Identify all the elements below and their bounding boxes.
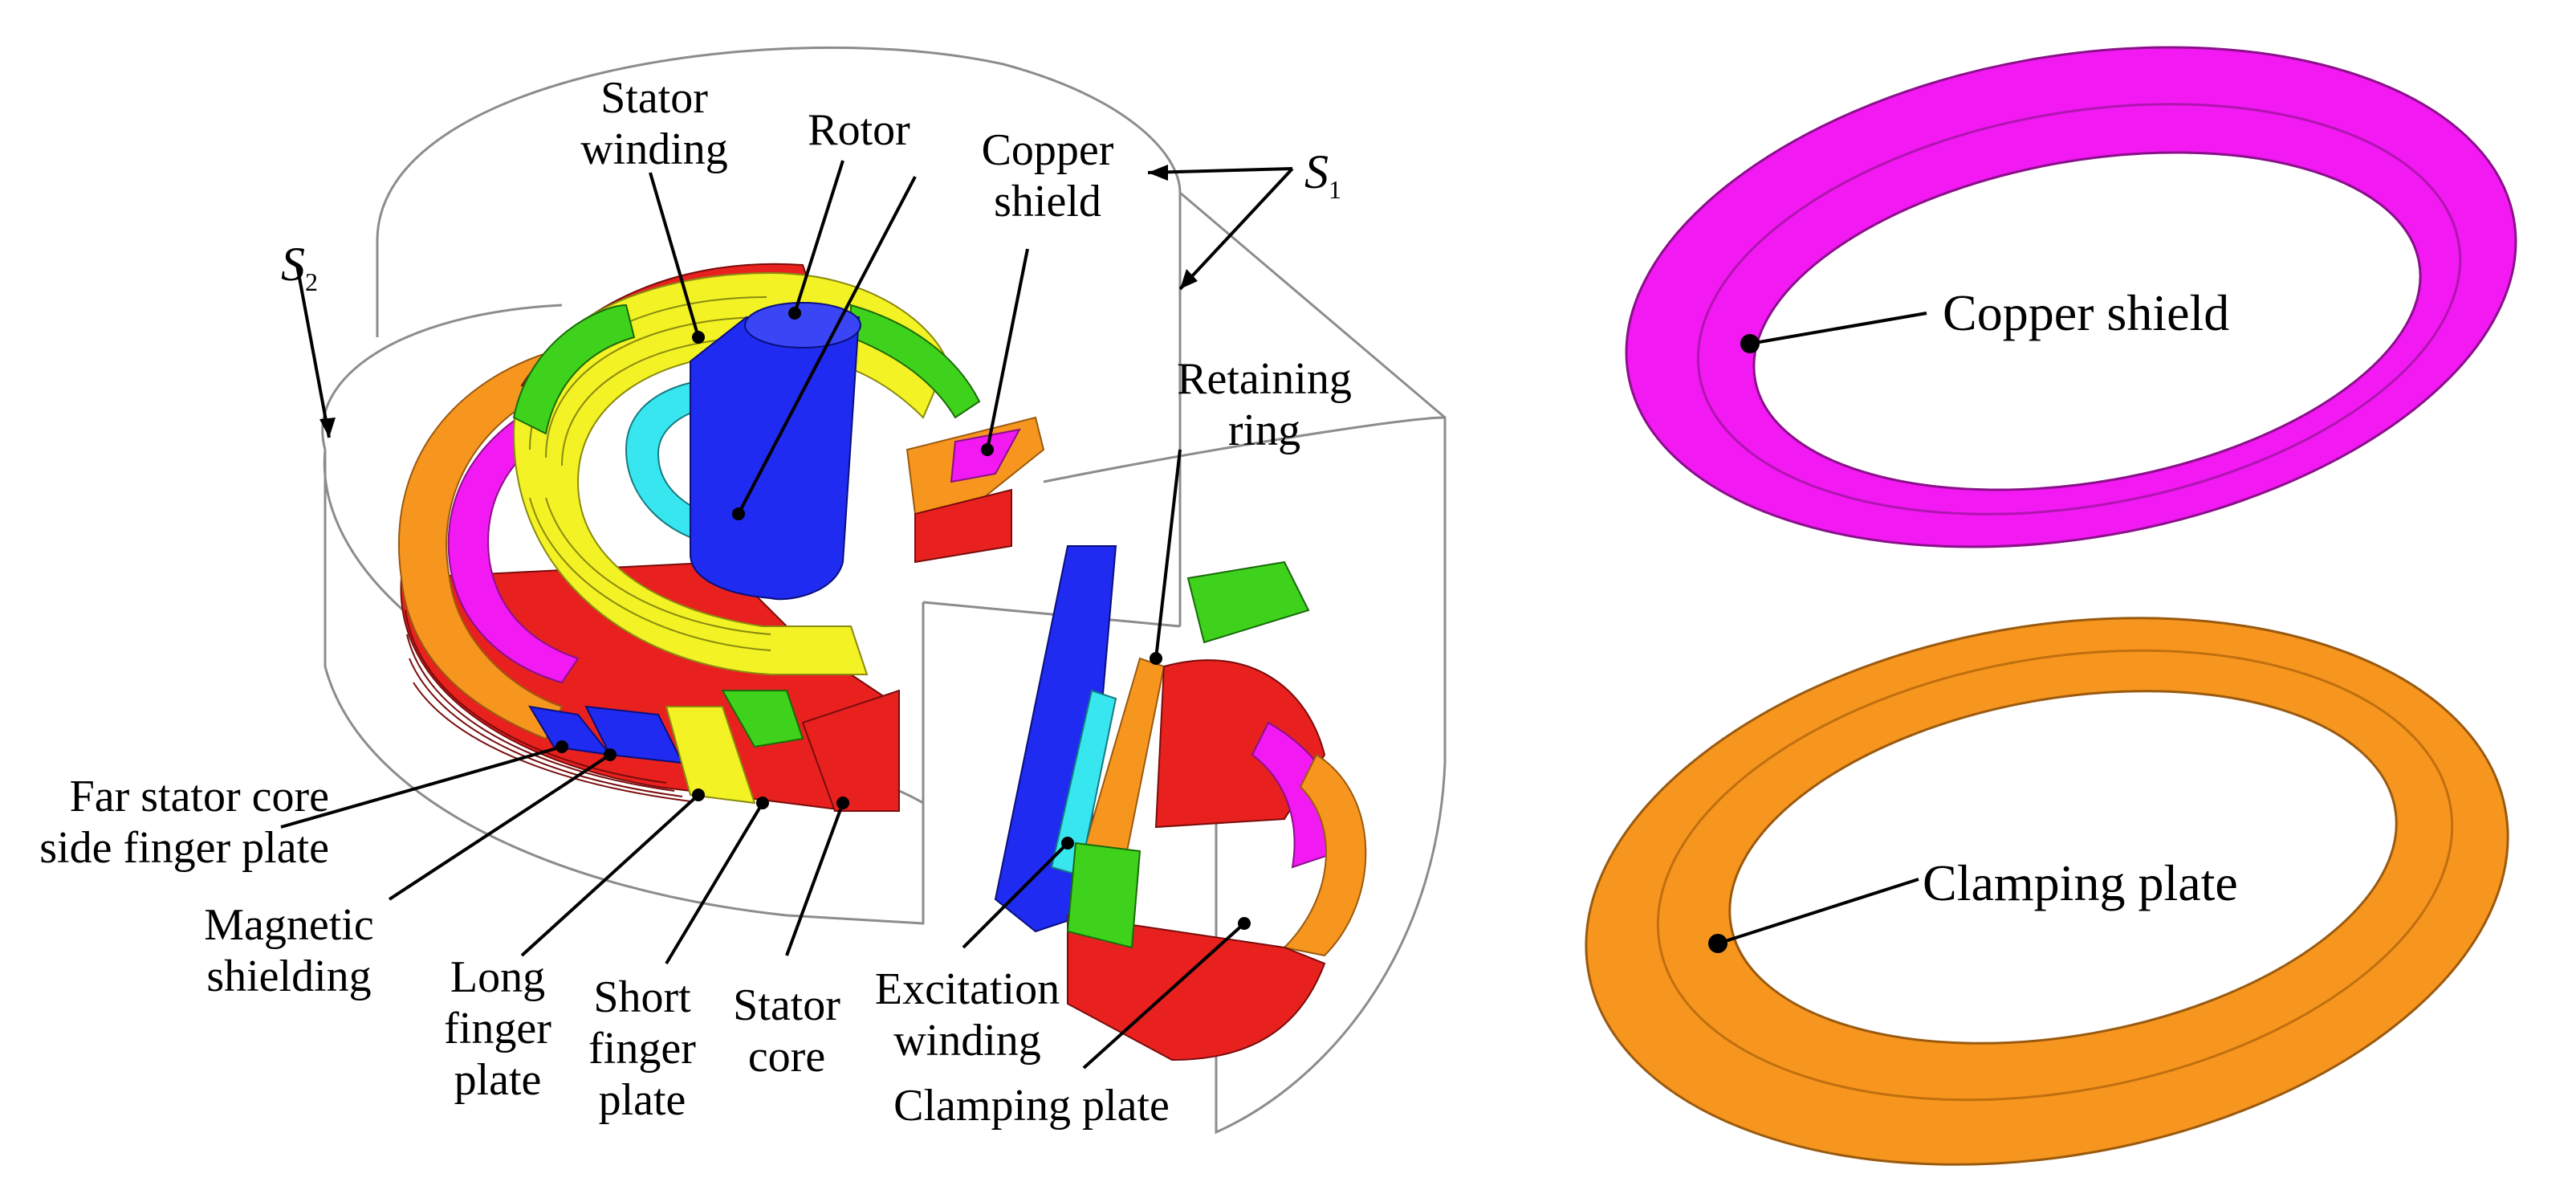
s1-right-boundary	[1179, 191, 1447, 1135]
label-right-clamping-plate: Clamping plate	[1923, 854, 2238, 911]
clamping-plate-ring	[1585, 617, 2509, 1166]
copper-shield-left	[447, 400, 580, 684]
machine-right	[994, 545, 1367, 1062]
label-excitation-winding: Excitation winding	[874, 964, 1060, 1066]
machine-left	[397, 263, 1045, 813]
stator-core-slot	[801, 689, 900, 812]
s1-right-arc	[1043, 416, 1446, 1132]
cut-plane	[922, 601, 1181, 923]
finger-plates-bottom	[528, 690, 804, 805]
label-stator-core: Stator core	[733, 980, 840, 1082]
copper-shield-ring	[1625, 46, 2517, 548]
clamping-plate-left	[397, 352, 564, 740]
label-short-finger-plate: Short finger plate	[588, 972, 696, 1125]
leader-dots	[555, 307, 1760, 953]
label-magnetic-shielding: Magnetic shielding	[204, 900, 374, 1001]
finger-plate-green	[512, 304, 636, 435]
label-clamping-plate: Clamping plate	[893, 1081, 1170, 1131]
stator-core-stack	[400, 560, 901, 813]
leader-lines	[280, 160, 1927, 1070]
excitation-winding-right	[1050, 689, 1117, 877]
cyan-inner-ring	[625, 376, 756, 548]
label-right-copper-shield: Copper shield	[1943, 284, 2230, 341]
label-copper-shield: Copper shield	[981, 125, 1114, 226]
s1-boundary	[376, 46, 1182, 626]
symbol-s2: S2	[281, 238, 318, 296]
label-stator-winding: Stator winding	[580, 73, 728, 174]
label-long-finger-plate: Long finger plate	[444, 952, 551, 1105]
label-far-stator-core-side-finger-plate: Far stator core side finger plate	[39, 772, 329, 873]
rotor-left	[690, 302, 861, 601]
symbol-s1: S1	[1304, 145, 1341, 204]
label-retaining-ring: Retaining ring	[1177, 354, 1352, 455]
arrowheads	[319, 165, 1198, 438]
label-rotor: Rotor	[808, 105, 910, 155]
